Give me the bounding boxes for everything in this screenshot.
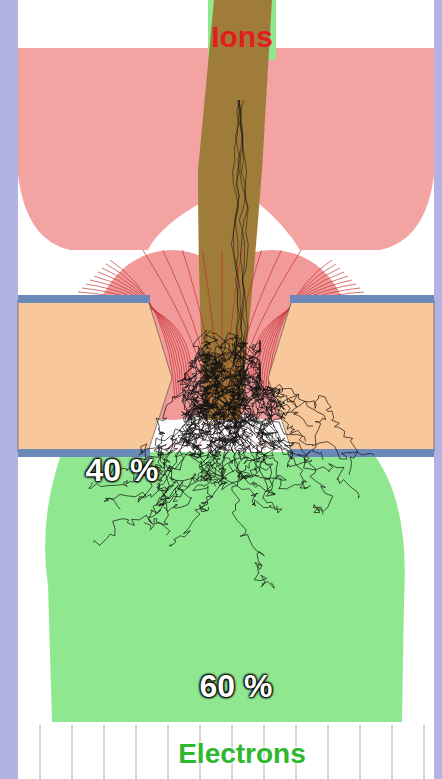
electron-tracks: [89, 100, 374, 588]
field-region: [45, 452, 405, 722]
electron-label: Electrons: [178, 738, 306, 770]
field-region: [18, 48, 212, 250]
percent-label: 40 %: [86, 452, 159, 489]
field-region: [255, 48, 434, 250]
frame-right: [434, 0, 442, 779]
kapton-foil: [18, 300, 172, 452]
frame-left: [0, 0, 18, 779]
percent-label: 60 %: [200, 668, 273, 705]
ion-label: Ions: [211, 20, 273, 54]
copper-electrode: [290, 295, 434, 303]
copper-electrode: [18, 295, 150, 303]
field-lines: [40, 725, 424, 779]
